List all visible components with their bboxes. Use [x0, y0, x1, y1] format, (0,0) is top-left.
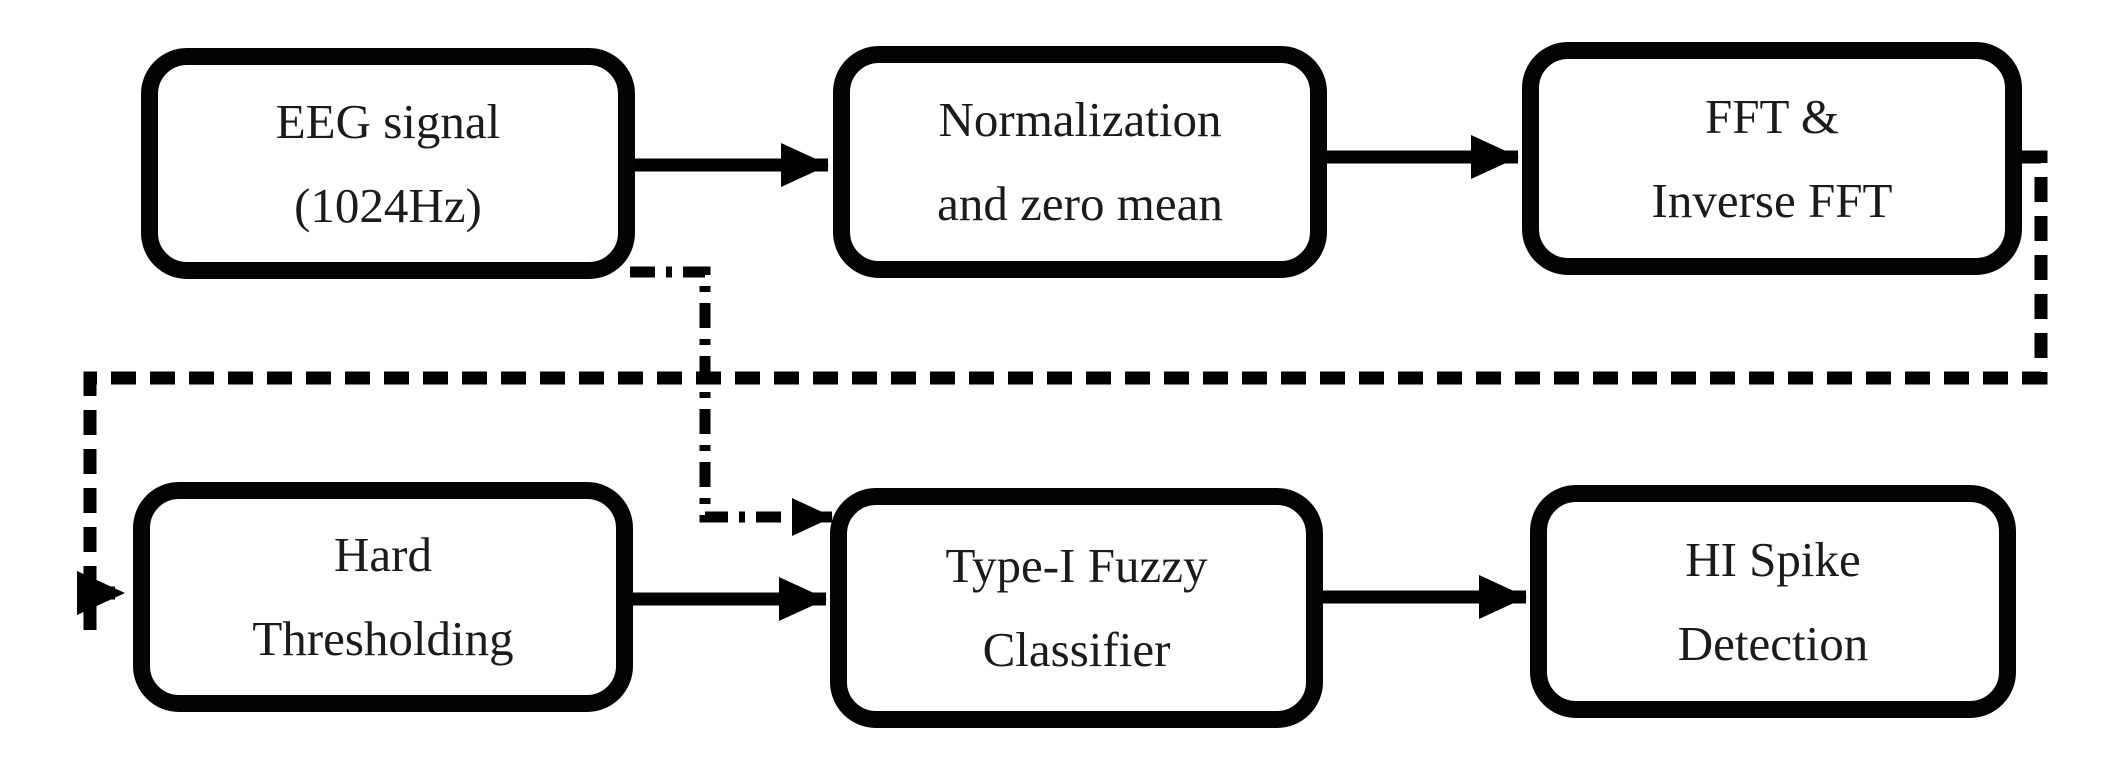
- node-eeg-signal: EEG signal (1024Hz): [141, 48, 635, 279]
- node-fuzzy-classifier: Type-I Fuzzy Classifier: [830, 488, 1323, 728]
- node-spike-detection: HI Spike Detection: [1530, 485, 2016, 718]
- node-normalization: Normalization and zero mean: [833, 46, 1327, 278]
- node-label-line: HI Spike: [1685, 531, 1861, 587]
- node-label-line: EEG signal: [275, 93, 501, 149]
- node-label-line: FFT &: [1705, 88, 1839, 144]
- node-label-line: Type-I Fuzzy: [945, 538, 1208, 593]
- node-label-line: Hard: [334, 527, 432, 582]
- node-label-line: and zero mean: [937, 176, 1223, 231]
- edge-eeg-to-fuzzy: [630, 266, 833, 536]
- node-label-line: Inverse FFT: [1651, 172, 1893, 228]
- edge-fft-to-hardthresholding-line: [83, 150, 2048, 638]
- node-label-line: Classifier: [982, 622, 1171, 677]
- node-label-line: Detection: [1677, 615, 1869, 671]
- node-label-line: Thresholding: [252, 611, 514, 666]
- node-hard-thresholding: Hard Thresholding: [133, 482, 633, 712]
- node-label-line: Normalization: [938, 92, 1222, 147]
- node-fft-inverse-fft: FFT & Inverse FFT: [1522, 42, 2022, 275]
- node-label-line: (1024Hz): [294, 177, 482, 233]
